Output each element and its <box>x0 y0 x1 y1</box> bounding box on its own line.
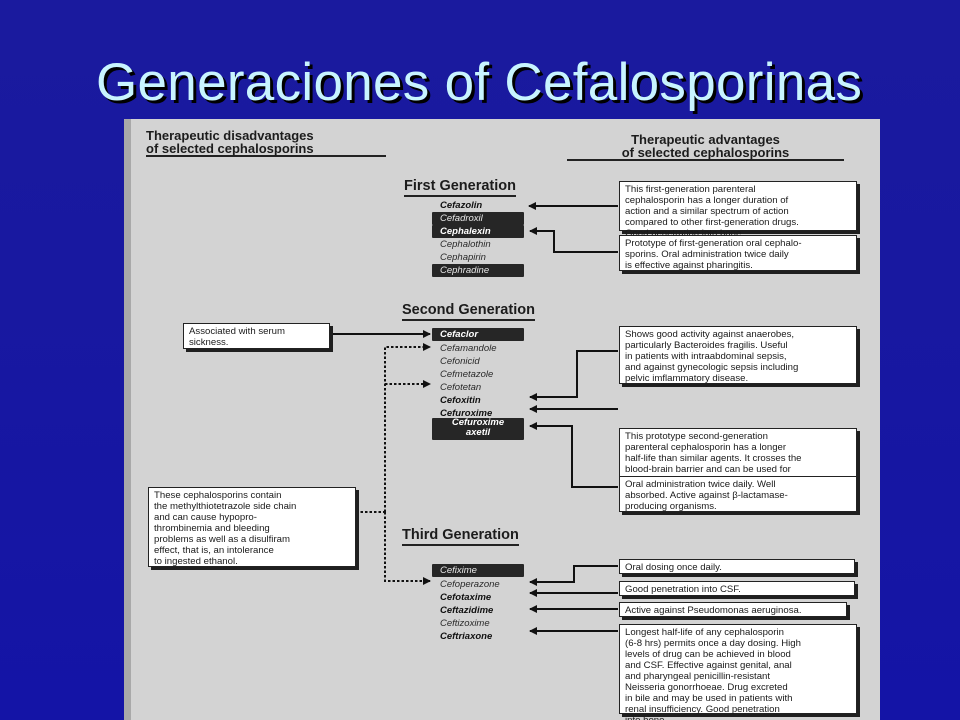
drug-cefoperazone: Cefoperazone <box>440 579 500 590</box>
arrow-cefuroxime-axetil <box>529 422 618 488</box>
arrow-cefixime <box>529 565 618 586</box>
drug-cefonicid: Cefonicid <box>440 356 480 367</box>
dotted-cefoperazone <box>384 512 431 585</box>
drug-cefaclor: Cefaclor <box>432 328 524 341</box>
advantage-box-cefixime: Oral dosing once daily. <box>619 559 855 574</box>
drug-cephalothin: Cephalothin <box>440 239 491 250</box>
first-generation-heading: First Generation <box>404 178 516 197</box>
advantage-box-ceftazidime: Active against Pseudomonas aeruginosa. <box>619 602 847 617</box>
disadvantages-header: Therapeutic disadvantages of selected ce… <box>146 129 386 157</box>
arrow-cefoxitin <box>529 350 618 401</box>
advantages-header: Therapeutic advantages of selected cepha… <box>567 133 844 161</box>
drug-cefixime: Cefixime <box>432 564 524 577</box>
drug-cefadroxil: Cefadroxil <box>432 212 524 225</box>
drug-cefoxitin: Cefoxitin <box>440 395 481 406</box>
drug-cefotaxime: Cefotaxime <box>440 592 492 603</box>
advantage-box-cefoxitin: Shows good activity against anaerobes, p… <box>619 326 857 384</box>
drug-cephradine: Cephradine <box>432 264 524 277</box>
advantage-box-ceftriaxone: Longest half-life of any cephalosporin (… <box>619 624 857 720</box>
drug-cephapirin: Cephapirin <box>440 252 486 263</box>
cephalosporin-diagram: Therapeutic disadvantages of selected ce… <box>124 119 880 720</box>
drug-cefuroxime-axetil: Cefuroxime axetil <box>432 418 524 440</box>
drug-cefmetazole: Cefmetazole <box>440 369 494 380</box>
second-generation-heading: Second Generation <box>402 302 535 321</box>
drug-cephalexin: Cephalexin <box>432 225 524 238</box>
advantage-box-cefotaxime: Good penetration into CSF. <box>619 581 855 596</box>
arrow-cephalexin <box>529 227 618 253</box>
connector-lines <box>330 202 618 635</box>
disadvantage-box-methylthiotetrazole: These cephalosporins contain the methylt… <box>148 487 356 567</box>
drug-ceftizoxime: Ceftizoxime <box>440 618 490 629</box>
drug-ceftriaxone: Ceftriaxone <box>440 631 493 642</box>
third-generation-heading: Third Generation <box>402 527 519 546</box>
drug-cefotetan: Cefotetan <box>440 382 482 393</box>
drug-ceftazidime: Ceftazidime <box>440 605 494 616</box>
advantage-box-cephalexin: Prototype of first-generation oral cepha… <box>619 235 857 271</box>
advantage-box-cefazolin: This first-generation parenteral cephalo… <box>619 181 857 239</box>
drug-cefazolin: Cefazolin <box>440 200 483 211</box>
slide-title: Generaciones of Cefalosporinas <box>96 53 863 112</box>
disadvantage-box-cefaclor: Associated with serum sickness. <box>183 323 330 349</box>
dotted-bracket <box>384 343 431 512</box>
drug-cefuroxime: Cefuroxime <box>440 408 493 419</box>
drug-cefamandole: Cefamandole <box>440 343 497 354</box>
advantage-box-cefuroxime-axetil: Oral administration twice daily. Well ab… <box>619 476 857 512</box>
scan-edge <box>124 119 131 720</box>
